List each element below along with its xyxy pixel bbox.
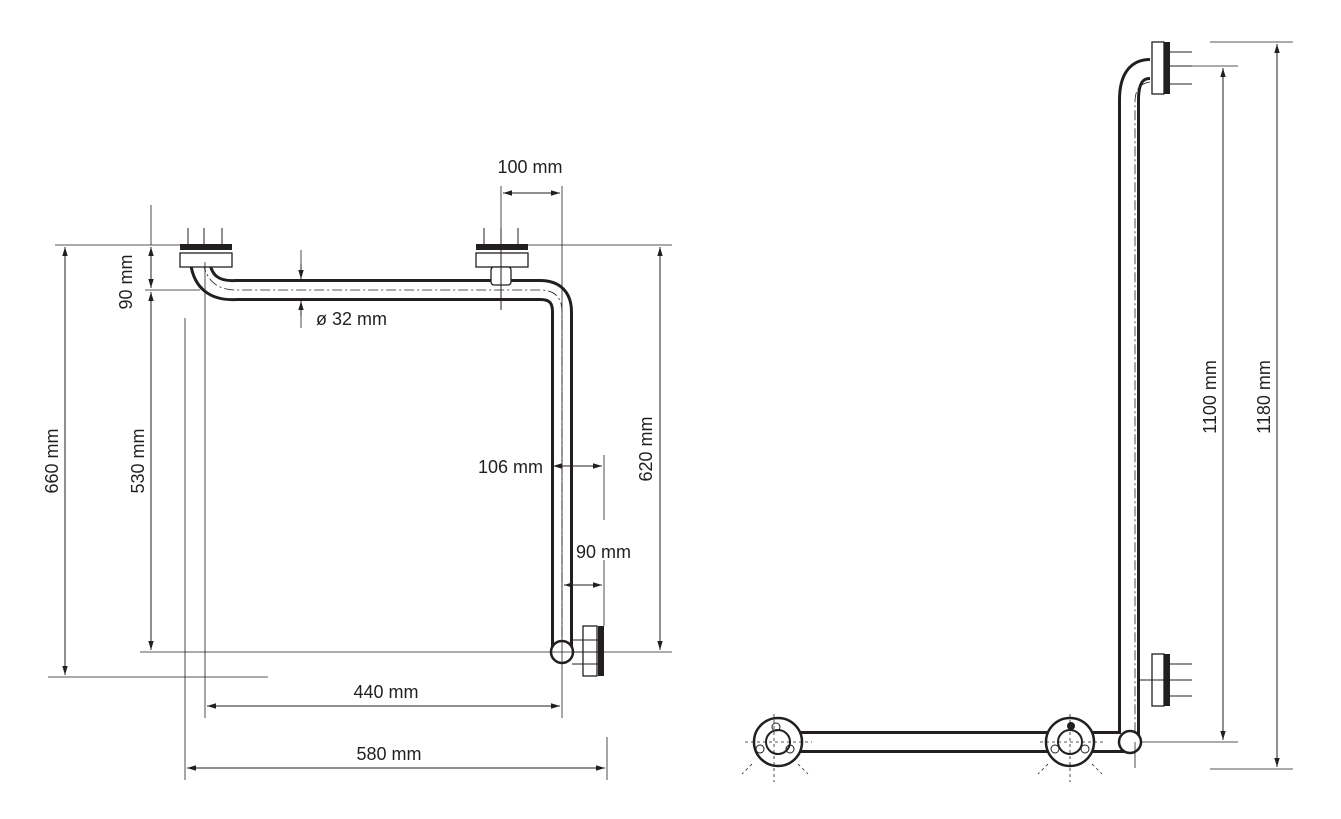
side-mid-wall-mount	[1140, 653, 1192, 707]
front-view: 660 mm 530 mm 90 mm 620 mm 100 mm ø 32 m…	[42, 157, 672, 780]
dim-580-label: 580 mm	[356, 744, 421, 764]
side-extension-lines	[1134, 41, 1293, 770]
floor-rosette-left	[741, 714, 812, 782]
dim-1100-label: 1100 mm	[1200, 360, 1220, 434]
dim-660-label: 660 mm	[42, 428, 62, 493]
side-view-pipe	[778, 58, 1152, 755]
dim-diameter-label: ø 32 mm	[316, 309, 387, 329]
top-left-wall-mount	[179, 228, 233, 268]
dim-90-side-label: 90 mm	[576, 542, 631, 562]
floor-rosette-right	[1037, 714, 1104, 782]
side-top-wall-mount	[1151, 41, 1192, 95]
dim-106-label: 106 mm	[478, 457, 543, 477]
dim-620-label: 620 mm	[636, 416, 656, 481]
dim-90-top-label: 90 mm	[116, 254, 136, 309]
dim-100-label: 100 mm	[497, 157, 562, 177]
bottom-side-wall-mount	[572, 625, 604, 677]
top-right-wall-mount	[475, 228, 529, 310]
side-dimension-lines	[1220, 44, 1280, 767]
dimension-lines	[62, 190, 663, 771]
dim-530-label: 530 mm	[128, 428, 148, 493]
extension-lines	[48, 186, 672, 780]
dim-1180-label: 1180 mm	[1254, 360, 1274, 434]
side-view: 1100 mm 1180 mm	[741, 41, 1293, 782]
dim-440-label: 440 mm	[353, 682, 418, 702]
